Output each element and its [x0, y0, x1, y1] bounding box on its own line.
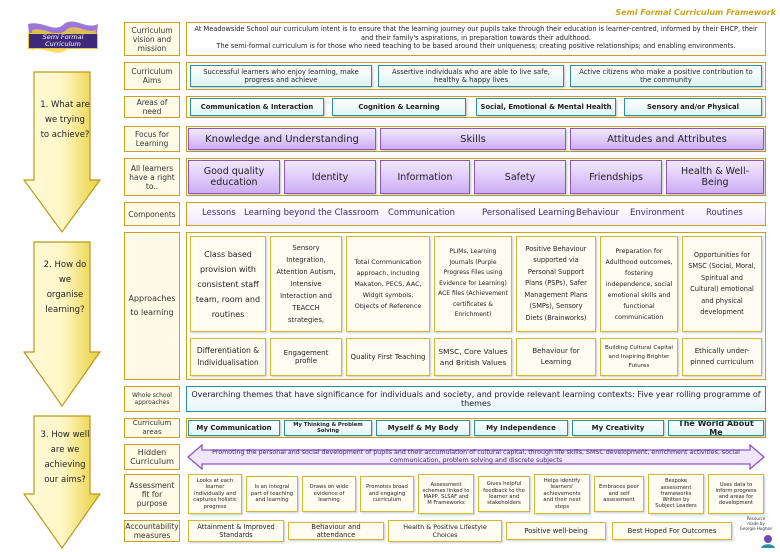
row-header-areas: Areas of need [124, 96, 180, 118]
approach-bottom-item: Behaviour for Learning [516, 338, 596, 376]
semi-formal-logo: Semi Formal Curriculum [24, 20, 102, 62]
approach-bottom-item: Quality First Teaching [346, 338, 430, 376]
component-item: Lessons [202, 208, 236, 218]
approach-bottom-item: Ethically under-pinned curriculum [682, 338, 762, 376]
aim-item: Assertive individuals who are able to li… [378, 65, 564, 87]
component-item: Learning beyond the Classroom [244, 208, 379, 218]
row-header-aims: Curriculum Aims [124, 62, 180, 90]
approach-item: Positive Behaviour supported via Persona… [516, 236, 596, 332]
component-item: Communication [388, 208, 455, 218]
row-header-accountability: Accountability measures [124, 520, 180, 542]
curriculum-area-item: My Communication [188, 420, 280, 436]
assessment-item: Looks at each learner individually and c… [188, 474, 242, 514]
arrow-graphics [22, 71, 102, 550]
approach-bottom-item: Engagement profile [270, 338, 342, 376]
person-icon [761, 535, 775, 548]
arrow-label-2: 2. How do we organise learning? [43, 260, 87, 315]
approach-bottom-item: SMSC, Core Values and British Values [434, 338, 512, 376]
focus-item: Attitudes and Attributes [570, 128, 764, 150]
right-item: Identity [284, 160, 376, 194]
row-header-rights: All learners have a right to.. [124, 158, 180, 196]
right-item: Information [380, 160, 470, 194]
accountability-item: Attainment & Improved Standards [188, 520, 284, 542]
arrow-label-1: 1. What are we trying to achieve? [40, 100, 90, 140]
right-item: Good quality education [188, 160, 280, 194]
hidden-text: Promoting the personal and social develo… [212, 449, 740, 464]
assessment-item: Is an integral part of teaching and lear… [246, 476, 298, 512]
focus-item: Knowledge and Understanding [188, 128, 376, 150]
row-header-focus: Focus for Learning [124, 126, 180, 152]
row-header-assessment: Assessment fit for purpose [124, 474, 180, 514]
right-item: Health & Well-Being [666, 160, 764, 194]
logo-line2: Curriculum [45, 40, 81, 48]
row-header-whole-school: Whole school approaches [124, 386, 180, 412]
assessment-item: Helps identify learners' achievements an… [534, 474, 590, 514]
accountability-item: Health & Positive Lifestyle Choices [388, 520, 502, 542]
approach-item: Class based provision with consistent st… [190, 236, 266, 332]
curriculum-area-item: Myself & My Body [376, 420, 470, 436]
row-header-curriculum-areas: Curriculum areas [124, 418, 180, 438]
resource-logo: Resource made by Georgie Hughes [736, 516, 776, 548]
approach-item: Preparation for Adulthood outcomes, fost… [600, 236, 678, 332]
accountability-item: Positive well-being [506, 522, 606, 540]
row-header-hidden: Hidden Curriculum [124, 444, 180, 470]
area-item: Cognition & Learning [332, 98, 466, 116]
approach-item: Total Communication approach, including … [346, 236, 430, 332]
assessment-item: Gives helpful feedback to the learner an… [478, 476, 530, 512]
resource-logo-line1: Resource [746, 516, 766, 521]
approach-item: PLIMs, Learning Journals (Purple Progres… [434, 236, 512, 332]
approach-bottom-item: Building Cultural Capital and Inspiring … [600, 338, 678, 376]
vision-panel: At Meadowside School our curriculum inte… [186, 22, 766, 56]
row-header-vision: Curriculum vision and mission [124, 22, 180, 56]
curriculum-area-item: My Creativity [572, 420, 664, 436]
area-item: Sensory and/or Physical [624, 98, 762, 116]
resource-logo-line2: made by [747, 521, 765, 526]
assessment-item: Bespoke assessment frameworks Written by… [648, 474, 704, 514]
framework-title: Semi Formal Curriculum Framework [615, 8, 776, 17]
assessment-item: Draws on wide evidence of learning [302, 476, 356, 512]
logo-line1: Semi Formal [42, 33, 84, 41]
assessment-item: Uses data to inform progress and areas f… [708, 474, 764, 514]
focus-item: Skills [380, 128, 566, 150]
row-header-components: Components [124, 202, 180, 226]
curriculum-area-item: The World About Me [668, 420, 764, 436]
components-panel [186, 202, 766, 226]
aim-item: Successful learners who enjoy learning, … [190, 65, 372, 87]
whole-school-panel [186, 386, 766, 412]
component-item: Personalised Learning [482, 208, 576, 218]
approach-bottom-item: Differentiation & Individualisation [190, 338, 266, 376]
row-header-approaches: Approaches to learning [124, 232, 180, 380]
assessment-item: Embraces peer and self assessment [594, 476, 644, 512]
vision-text: At Meadowside School our curriculum inte… [194, 25, 758, 42]
component-item: Routines [706, 208, 743, 218]
right-item: Friendships [570, 160, 662, 194]
right-item: Safety [474, 160, 566, 194]
arrow-label-3: 3. How well are we achieving our aims? [40, 430, 90, 485]
accountability-item: Behaviour and attendance [288, 522, 384, 540]
area-item: Communication & Interaction [190, 98, 324, 116]
curriculum-area-item: My Thinking & Problem Solving [284, 420, 372, 436]
accountability-item: Best Hoped For Outcomes [612, 522, 732, 540]
whole-school-text: Overarching themes that have significanc… [191, 390, 761, 408]
area-item: Social, Emotional & Mental Health [476, 98, 616, 116]
vision-text-2: The semi-formal curriculum is for those … [216, 42, 736, 50]
assessment-item: Assessment schemes linked to MAPP, SLSAF… [418, 474, 474, 514]
double-arrow-icon [187, 444, 765, 470]
aim-item: Active citizens who make a positive cont… [570, 65, 762, 87]
resource-logo-line3: Georgie Hughes [739, 526, 773, 531]
component-item: Behaviour [576, 208, 620, 218]
approach-item: Opportunities for SMSC (Social, Moral, S… [682, 236, 762, 332]
approach-item: Sensory Integration, Attention Autism, I… [270, 236, 342, 332]
component-item: Environment [630, 208, 685, 218]
assessment-item: Promotes broad and engaging curriculum [360, 476, 414, 512]
curriculum-area-item: My Independence [474, 420, 568, 436]
